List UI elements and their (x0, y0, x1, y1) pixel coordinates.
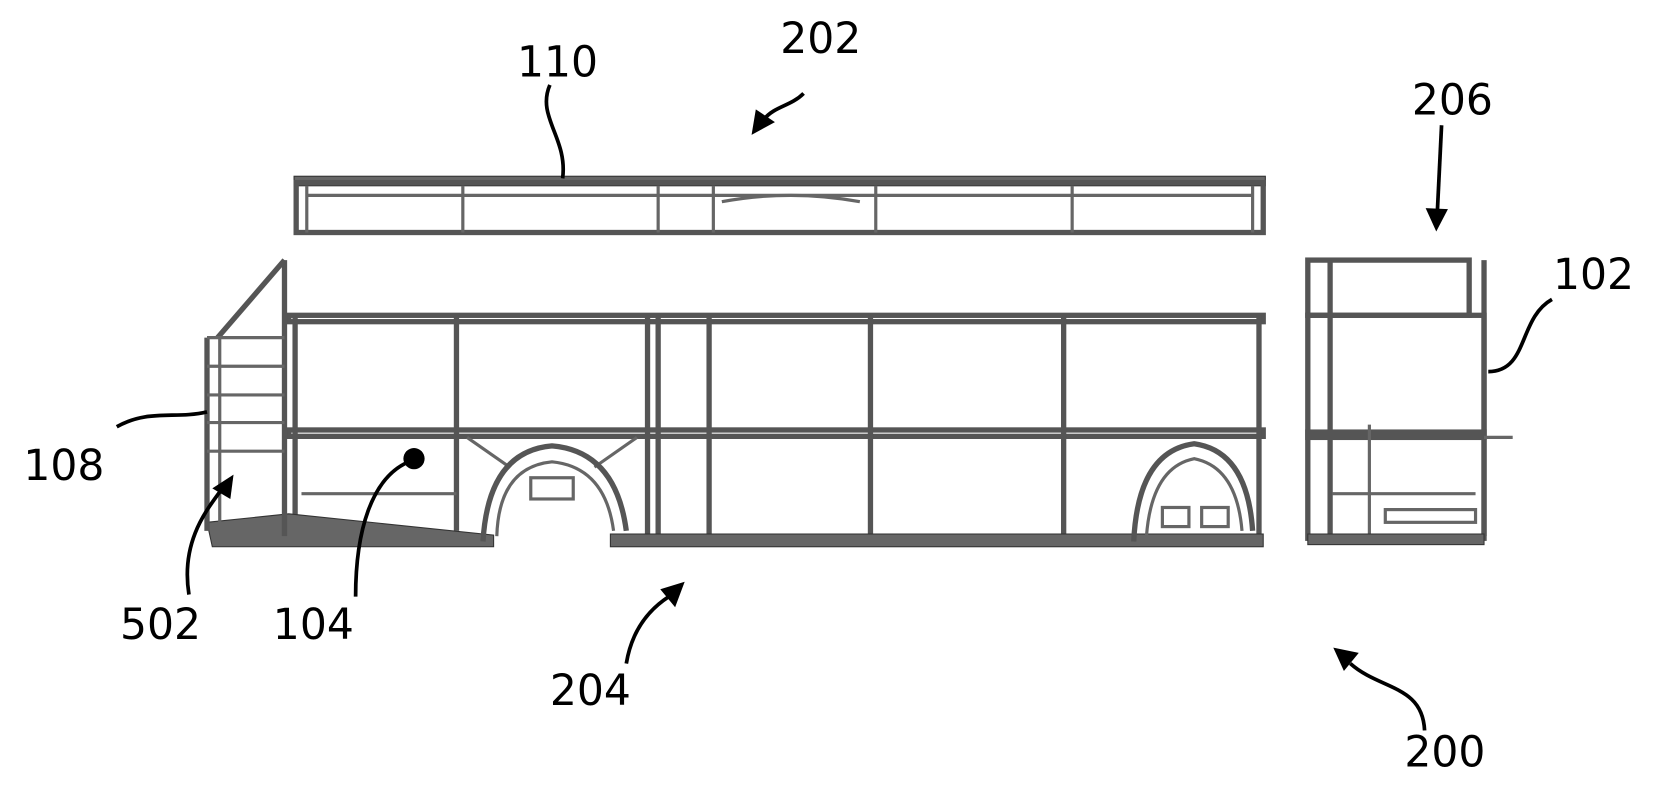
label-502: 502 (120, 601, 201, 650)
label-104: 104 (273, 601, 354, 650)
stair-frame (204, 258, 288, 537)
label-110: 110 (517, 38, 598, 87)
label-108: 108 (23, 442, 104, 491)
leader-104 (353, 460, 410, 597)
label-102: 102 (1553, 251, 1634, 300)
rear-module (1305, 257, 1513, 546)
arrow-head-204 (660, 581, 685, 608)
arrow-head-202 (751, 109, 775, 135)
leader-108 (115, 410, 208, 429)
leader-206 (1435, 125, 1444, 213)
leader-200 (1349, 662, 1427, 731)
arrow-head-502 (212, 474, 234, 499)
label-200: 200 (1404, 729, 1485, 778)
leader-110 (544, 84, 566, 179)
label-202: 202 (780, 15, 861, 64)
point-104-marker (403, 448, 425, 470)
leader-202 (762, 92, 805, 121)
arrow-head-200 (1333, 647, 1359, 671)
leader-502 (185, 489, 223, 595)
label-204: 204 (550, 667, 631, 716)
label-206: 206 (1412, 77, 1493, 126)
roof-module (293, 175, 1266, 236)
leader-204 (624, 595, 670, 664)
leader-102 (1488, 297, 1553, 374)
arrow-head-206 (1425, 208, 1448, 232)
body-module (206, 312, 1266, 548)
